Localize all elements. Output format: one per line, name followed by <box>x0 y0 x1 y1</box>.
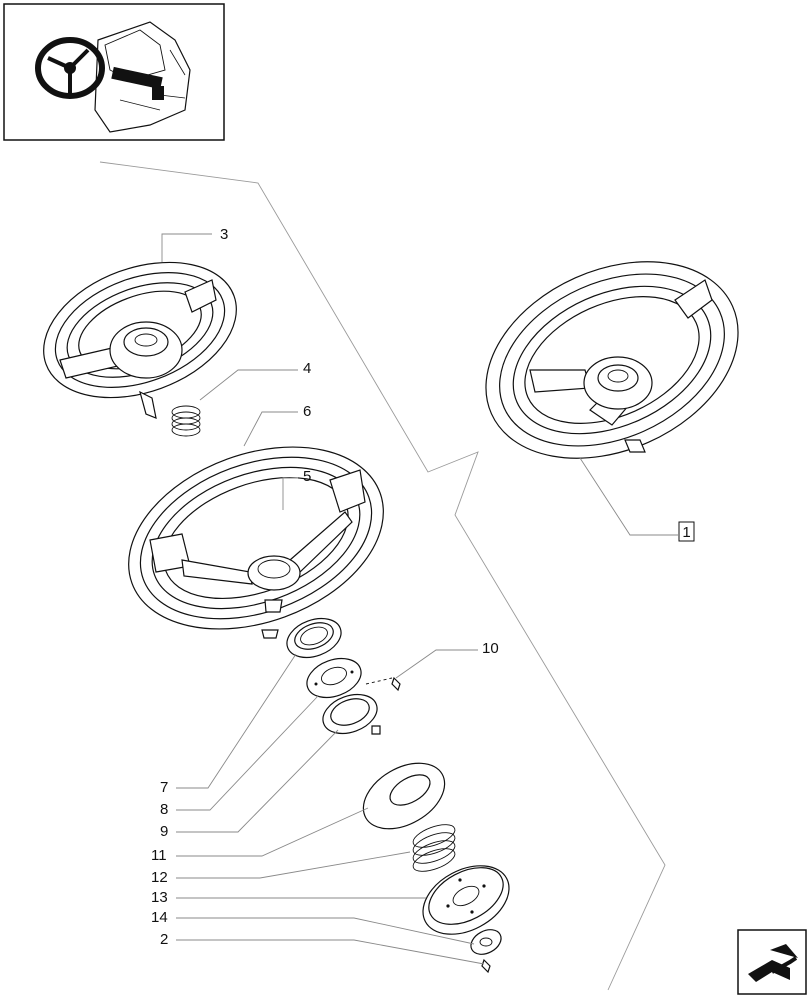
spring-upper[interactable] <box>171 405 201 437</box>
tractor-cab-steering-wheel-icon <box>35 21 191 133</box>
callout-3-label[interactable]: 3 <box>220 226 228 243</box>
leader-lines <box>161 233 678 965</box>
callout-1-label: 1 <box>682 524 690 541</box>
steering-wheel-upper[interactable] <box>25 238 255 423</box>
seal-ring[interactable] <box>282 612 347 665</box>
callout-9-label[interactable]: 9 <box>160 823 168 840</box>
callout-7-label[interactable]: 7 <box>160 779 168 796</box>
callout-12-label[interactable]: 12 <box>151 869 168 886</box>
steering-wheel-assembly[interactable] <box>455 224 769 496</box>
callout-8-label[interactable]: 8 <box>160 801 168 818</box>
callout-4-label[interactable]: 4 <box>303 360 311 377</box>
next-page-arrow-icon <box>748 944 798 982</box>
callout-11-label[interactable]: 11 <box>151 847 167 864</box>
small-plate[interactable] <box>467 925 506 959</box>
spring-lower[interactable] <box>410 820 458 876</box>
locator-thumbnail[interactable] <box>3 3 225 141</box>
bearing[interactable] <box>318 688 383 741</box>
callout-1[interactable]: 1 <box>678 521 695 542</box>
callout-labels: 1 3 4 6 5 10 7 8 9 11 12 13 14 2 <box>151 226 695 948</box>
screw-lower[interactable] <box>481 958 491 974</box>
screw-upper[interactable] <box>365 676 401 692</box>
callout-10-label[interactable]: 10 <box>482 640 499 657</box>
callout-13-label[interactable]: 13 <box>151 889 168 906</box>
mounting-plate[interactable] <box>302 652 367 705</box>
assembly-boundary <box>99 161 666 991</box>
callout-6-label[interactable]: 6 <box>303 403 311 420</box>
base-plate[interactable] <box>411 852 520 948</box>
cover-disc[interactable] <box>352 750 456 842</box>
callout-2-label[interactable]: 2 <box>160 931 168 948</box>
steering-wheel-middle[interactable] <box>103 414 409 662</box>
callout-14-label[interactable]: 14 <box>151 909 168 926</box>
callout-5-label[interactable]: 5 <box>303 468 311 485</box>
next-page-button[interactable] <box>737 929 807 995</box>
